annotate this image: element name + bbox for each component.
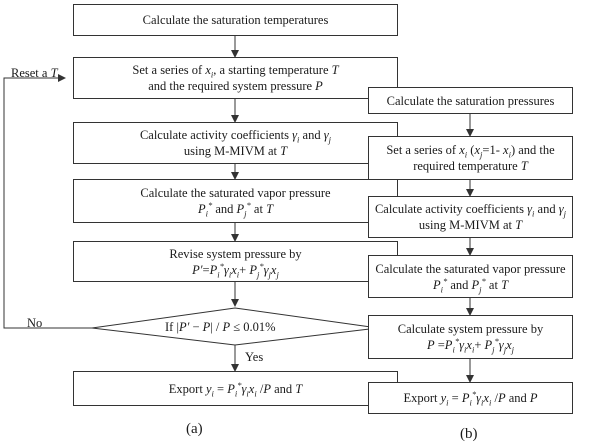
b-step5-line2: P =Pi*γixi+ Pj*γjxj xyxy=(426,335,515,355)
b-step-export: Export yi = Pi*γixi /P and P xyxy=(368,382,573,414)
caption-b: (b) xyxy=(460,426,478,442)
a-step-activity-coefficients: Calculate activity coefficients γi and γ… xyxy=(73,122,398,164)
b-step-saturated-vapor-pressure: Calculate the saturated vapor pressure P… xyxy=(368,255,573,298)
a-decision-text: If |P′ − P| / P ≤ 0.01% xyxy=(165,320,276,334)
no-loop-line xyxy=(3,74,92,329)
b-step4-line2: Pi* and Pj* at T xyxy=(432,275,509,294)
b-step-saturation-pressures: Calculate the saturation pressures xyxy=(368,87,573,114)
a-step-export: Export yi = Pi*γixi /P and T xyxy=(73,371,398,406)
a-step1-text: Calculate the saturation temperatures xyxy=(142,13,329,27)
a-step3-line1: Calculate activity coefficients γi and γ… xyxy=(139,128,332,145)
a-step-saturation-temperatures: Calculate the saturation temperatures xyxy=(73,4,398,36)
b-step-activity-coefficients: Calculate activity coefficients γi and γ… xyxy=(368,196,573,238)
decision-diamond xyxy=(91,307,379,346)
a-step2-line2: and the required system pressure P xyxy=(148,79,323,93)
b-step-set-series: Set a series of xi (xj=1- xi) and the re… xyxy=(368,136,573,180)
a-step-saturated-vapor-pressure: Calculate the saturated vapor pressure P… xyxy=(73,179,398,223)
a-step-revise-pressure: Revise system pressure by P′=Pi*γixi+ Pj… xyxy=(73,241,398,282)
a-step3-line2: using M-MIVM at T xyxy=(183,144,288,158)
b-step-system-pressure: Calculate system pressure by P =Pi*γixi+… xyxy=(368,315,573,359)
a-step2-line1: Set a series of xi, a starting temperatu… xyxy=(132,63,339,80)
b-step1-text: Calculate the saturation pressures xyxy=(386,93,555,108)
a-export-text: Export yi = Pi*γixi /P and T xyxy=(168,379,303,398)
b-step4-line1: Calculate the saturated vapor pressure xyxy=(375,261,566,276)
yes-label: Yes xyxy=(245,350,264,364)
b-step3-line1: Calculate activity coefficients γi and γ… xyxy=(374,202,567,219)
a-step4-line1: Calculate the saturated vapor pressure xyxy=(140,186,331,200)
caption-a: (a) xyxy=(186,421,203,437)
a-step-set-series: Set a series of xi, a starting temperatu… xyxy=(73,57,398,99)
b-export-text: Export yi = Pi*γixi /P and P xyxy=(403,388,538,408)
a-step5-line2: P′=Pi*γixi+ Pj*γjxj xyxy=(192,260,279,279)
b-step5-line1: Calculate system pressure by xyxy=(397,322,544,336)
a-step4-line2: Pi* and Pj* at T xyxy=(197,199,274,219)
b-step3-line2: using M-MIVM at T xyxy=(418,218,523,232)
b-step2-line1: Set a series of xi (xj=1- xi) and the xyxy=(386,143,555,160)
reset-label: Reset a T xyxy=(11,66,58,80)
b-step2-line2: required temperature T xyxy=(413,159,528,173)
no-label: No xyxy=(27,316,43,330)
a-step5-line1: Revise system pressure by xyxy=(169,246,302,261)
